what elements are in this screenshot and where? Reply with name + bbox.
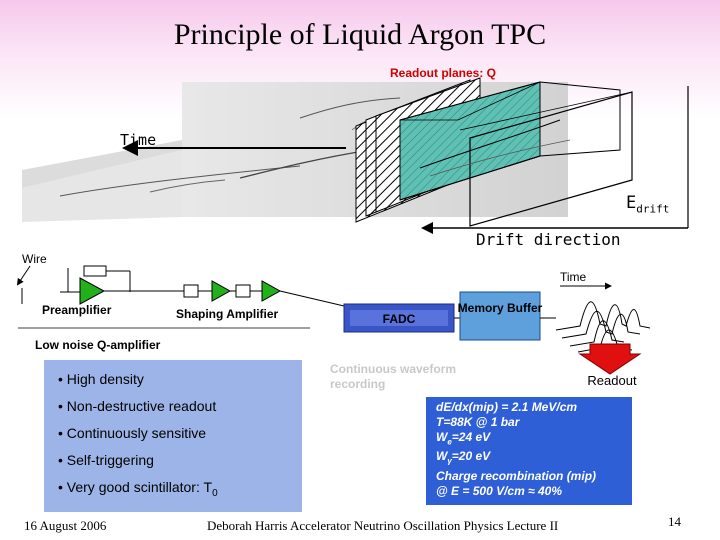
svg-text:FADC: FADC [383,312,416,326]
time-label: Time [120,131,157,149]
readout-planes-label: Readout planes: Q [390,66,497,80]
tpc-diagram [22,77,689,234]
readout-electronics-diagram: Wire Preamplifier Shaping Amplifier FADC [16,252,651,388]
footer-title: Deborah Harris Accelerator Neutrino Osci… [207,518,559,533]
preamplifier: Preamplifier [42,265,168,317]
param-wgamma: Wγ=20 eV [436,449,491,466]
parameters-list: dE/dx(mip) = 2.1 MeV/cm T=88K @ 1 bar We… [436,400,596,499]
wire-symbol: Wire [16,252,47,304]
footer-date: 16 August 2006 [24,518,107,533]
feature-item: • Self-triggering [58,452,154,468]
param-recombination: Charge recombination (mip) [436,468,597,483]
svg-text:Shaping Amplifier: Shaping Amplifier [176,307,279,321]
feature-item: • Very good scintillator: T0 [58,479,218,499]
low-noise-label: Low noise Q-amplifier [35,338,161,352]
param-field: @ E = 500 V/cm ≈ 40% [436,483,563,498]
feature-item: • High density [58,371,144,387]
svg-text:Preamplifier: Preamplifier [42,303,112,317]
feature-item: • Continuously sensitive [58,425,207,441]
edrift-label: Edrift [626,193,670,216]
memory-buffer-block: Memory Buffer [458,291,556,341]
slide-title: Principle of Liquid Argon TPC [173,18,547,51]
continuous-waveform-label: Continuous waveform recording [330,362,457,391]
readout-arrow-block: Readout [578,343,642,388]
svg-text:Time: Time [560,270,587,284]
page-number: 14 [668,514,681,529]
svg-text:Readout: Readout [587,373,637,388]
parameters-box [426,397,632,505]
feature-item: • Non-destructive readout [58,398,217,414]
drift-direction-label: Drift direction [476,230,621,249]
cathode-plane [469,91,633,227]
param-temperature: T=88K @ 1 bar [436,415,520,429]
features-list: • High density • Non-destructive readout… [58,369,218,504]
param-we: We=24 eV [436,430,491,447]
features-box [44,360,302,512]
fadc-block: FADC [343,303,460,333]
svg-text:Wire: Wire [22,252,47,266]
shaping-amplifier: Shaping Amplifier [18,280,345,329]
param-dedx: dE/dx(mip) = 2.1 MeV/cm [436,400,578,414]
svg-text:Memory Buffer: Memory Buffer [458,301,543,315]
waveform-display: Time [555,270,651,353]
